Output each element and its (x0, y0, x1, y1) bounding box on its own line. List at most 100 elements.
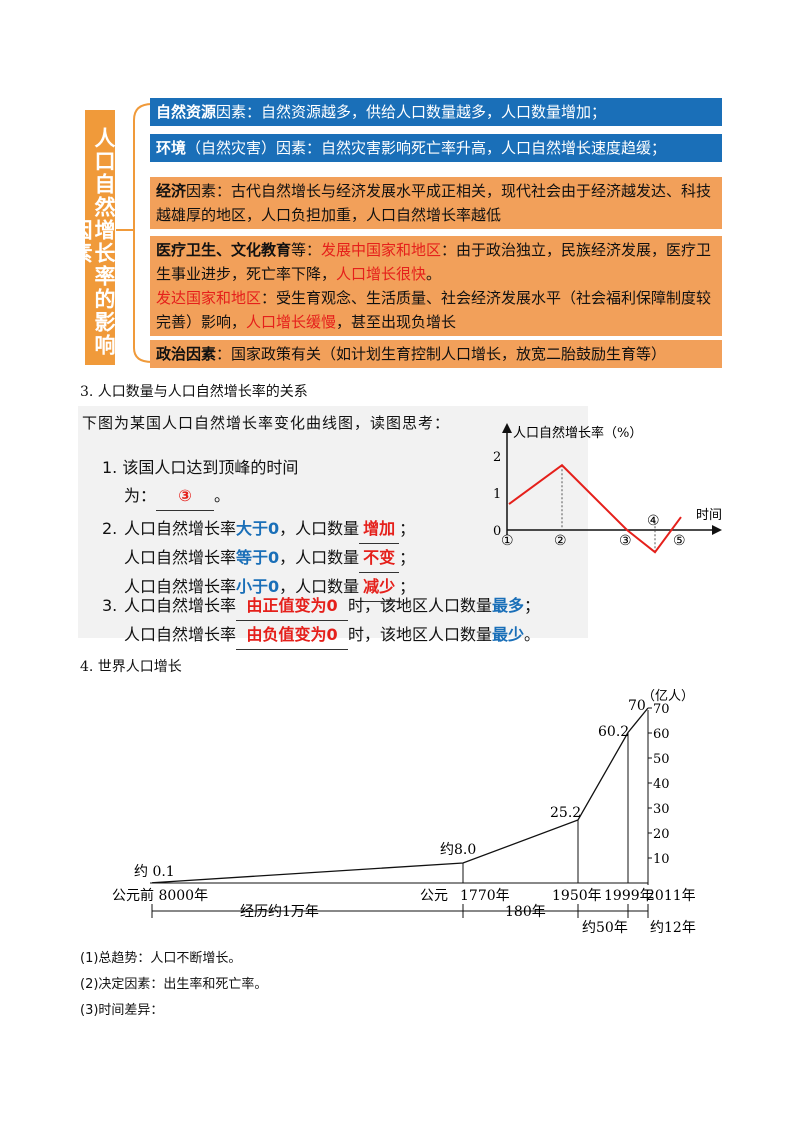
q2-row: 人口自然增长率小于0，人口数量减少； (102, 573, 415, 602)
factor-key: 经济 (156, 182, 187, 200)
section3-intro: 下图为某国人口自然增长率变化曲线图，读图思考： (82, 414, 451, 432)
question-end: 。 (214, 486, 231, 505)
section3-panel (78, 406, 588, 638)
section4-heading: 4. 世界人口增长 (80, 659, 182, 675)
question-text: 为： (124, 486, 157, 505)
note-trend: (1)总趋势：人口不断增长。 (80, 951, 242, 966)
x-tick-label: 公元前 8000年 (112, 887, 208, 904)
y-tick-label: 0 (493, 524, 501, 539)
question-text: 人口自然增长率 (124, 519, 237, 538)
question-text: 人口自然增长率 (124, 548, 237, 567)
question-number: 1. (102, 458, 118, 477)
point-value-label: 25.2 (550, 805, 581, 821)
question-2: 2.人口自然增长率大于0，人口数量增加； 人口自然增长率等于0，人口数量不变； … (102, 515, 415, 602)
x-axis-arrow (712, 525, 722, 535)
x-tick-label: 1770年 (460, 888, 510, 904)
highlight-developed: 发达国家和地区 (156, 289, 262, 307)
question-end: ； (524, 596, 541, 615)
y-tick-label: 30 (653, 802, 670, 817)
x-tick-label: 1950年 (552, 888, 602, 904)
y-tick-label: 40 (653, 777, 670, 792)
factor-natural-resources: 自然资源因素：自然资源越多，供给人口数量越多，人口数量增加； (150, 98, 722, 126)
factor-text: 因素：自然资源越多，供给人口数量越多，人口数量增加； (216, 103, 607, 121)
point-value-label: 70 (628, 698, 646, 714)
question-end: ； (399, 548, 416, 567)
question-number: 3. (102, 596, 118, 615)
condition: 小于0 (236, 577, 280, 596)
factor-economy: 经济因素：古代自然增长与经济发展水平成正相关，现代社会由于经济越发达、科技越雄厚… (150, 177, 722, 229)
factor-text: ：受生育观念、生活质量、社会经济发展水平（社会福利保障制度较完善）影响， (156, 289, 712, 331)
factor-politics: 政治因素：国家政策有关（如计划生育控制人口增长，放宽二胎鼓励生育等） (150, 340, 722, 368)
result: 最少 (492, 625, 525, 644)
factor-text: ：国家政策有关（如计划生育控制人口增长，放宽二胎鼓励生育等） (216, 345, 667, 363)
factor-text: ：由于政治独立，民族经济发展，医疗卫生事业进步，死亡率下降， (156, 241, 712, 283)
factor-text: 等： (291, 241, 322, 259)
y-axis-unit: （亿人） (642, 689, 694, 704)
y-axis-label: 人口自然增长率（%） (513, 425, 642, 441)
x-tick-label: ④ (647, 513, 660, 529)
condition: 等于0 (236, 548, 280, 567)
x-tick-label: ② (554, 533, 567, 549)
population-line (151, 707, 649, 884)
question-end: ； (399, 577, 416, 596)
question-text: ，人口数量 (279, 577, 360, 596)
x-tick-label: 公元 (420, 888, 448, 904)
highlight-developing: 发展中国家和地区 (321, 241, 442, 259)
factors-side-label: 人口自然增长率的影响因素 (69, 110, 116, 365)
answer: 由正值变为0 (236, 592, 349, 621)
factor-text: ，甚至出现负增长 (336, 313, 457, 331)
section4-notes: (1)总趋势：人口不断增长。 (2)决定因素：出生率和死亡率。 (3)时间差异： (80, 946, 267, 1024)
bracket (116, 103, 153, 363)
answer: 减少 (359, 573, 400, 602)
x-tick-label: ③ (619, 533, 632, 549)
section3-heading: 3. 人口数量与人口自然增长率的关系 (80, 384, 308, 400)
note-time: (3)时间差异： (80, 1003, 164, 1018)
result: 最多 (492, 596, 525, 615)
interval-label: 180年 (505, 904, 546, 920)
x-tick-label: 1999年 (604, 888, 654, 904)
answer: 不变 (359, 544, 400, 573)
q2-row: 2. 人口自然增长率大于0，人口数量增加； (102, 515, 415, 544)
y-axis-arrow (502, 423, 512, 433)
factor-environment: 环境（自然灾害）因素：自然灾害影响死亡率升高，人口自然增长速度趋缓； (150, 134, 722, 162)
question-text: ，人口数量 (279, 519, 360, 538)
question-text: 人口自然增长率 (124, 577, 237, 596)
factor-text: 因素：古代自然增长与经济发展水平成正相关，现代社会由于经济越发达、科技越雄厚的地… (156, 182, 712, 224)
growth-rate-line (508, 463, 682, 554)
highlight-slow-growth: 人口增长缓慢 (246, 313, 337, 331)
question-text: 时，该地区人口数量 (348, 596, 493, 615)
question-text: 时，该地区人口数量 (348, 625, 493, 644)
factor-medical: 医疗卫生、文化教育等：发展中国家和地区：由于政治独立，民族经济发展，医疗卫生事业… (150, 236, 722, 336)
y-tick-label: 10 (653, 852, 670, 867)
highlight-fast-growth: 人口增长很快 (336, 265, 427, 283)
factor-text: 。 (426, 265, 442, 283)
answer: 增加 (359, 515, 400, 544)
point-value-label: 约 0.1 (134, 864, 175, 880)
y-tick-label: 70 (653, 702, 670, 717)
y-tick-label: 60 (653, 727, 670, 742)
x-tick-label: ⑤ (673, 533, 686, 549)
y-tick-label: 1 (493, 487, 501, 502)
point-value-label: 约8.0 (440, 842, 476, 858)
x-tick-label: ① (501, 533, 514, 549)
interval-label: 经历约1万年 (240, 904, 319, 920)
point-value-label: 60.2 (598, 724, 629, 740)
question-end: 。 (524, 625, 541, 644)
note-factors: (2)决定因素：出生率和死亡率。 (80, 977, 268, 992)
condition: 大于0 (236, 519, 280, 538)
factor-key: 政治因素 (156, 345, 217, 363)
interval-label: 约12年 (650, 920, 696, 936)
question-number: 2. (102, 519, 118, 538)
y-tick-label: 20 (653, 827, 670, 842)
factor-key: 环境 (156, 139, 187, 157)
interval-label: 约50年 (582, 920, 628, 936)
question-end: ； (399, 519, 416, 538)
question-text: ，人口数量 (279, 548, 360, 567)
factor-key: 自然资源 (156, 103, 217, 121)
question-1: 1. 该国人口达到顶峰的时间 为：③。 (102, 454, 298, 511)
